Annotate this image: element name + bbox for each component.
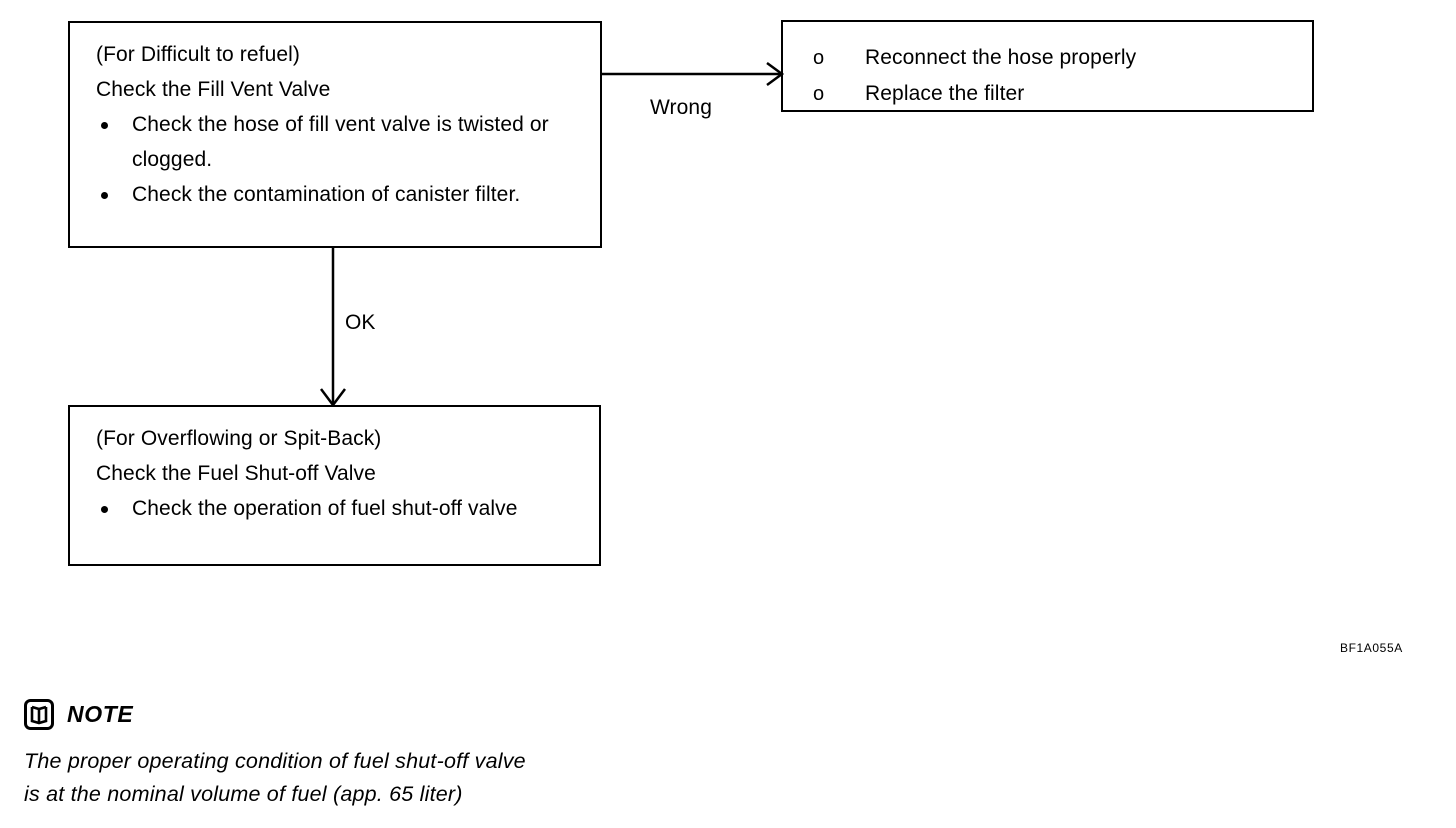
box-content: o Reconnect the hose properly o Replace … [783, 22, 1312, 112]
box-content: (For Overflowing or Spit-Back) Check the… [70, 407, 599, 526]
circle-bullet-icon: o [813, 47, 825, 69]
note-line: The proper operating condition of fuel s… [24, 749, 526, 773]
checklist: Check the operation of fuel shut-off val… [96, 491, 583, 526]
list-item-text: Check the contamination of canister filt… [132, 183, 521, 206]
list-item: Check the contamination of canister filt… [96, 177, 584, 212]
box-content: (For Difficult to refuel) Check the Fill… [70, 23, 600, 212]
flowchart-box-fill-vent-valve: (For Difficult to refuel) Check the Fill… [68, 21, 602, 248]
list-item-text: Check the operation of fuel shut-off val… [132, 497, 518, 520]
list-item: Check the operation of fuel shut-off val… [96, 491, 583, 526]
flowchart-box-corrective-actions: o Reconnect the hose properly o Replace … [781, 20, 1314, 112]
list-item: o Replace the filter [813, 76, 1296, 112]
connector-label-ok: OK [345, 311, 376, 334]
figure-reference-code: BF1A055A [1340, 641, 1403, 655]
list-item: o Reconnect the hose properly [813, 40, 1296, 76]
list-item: Check the hose of fill vent valve is twi… [96, 107, 584, 177]
list-item-text: Replace the filter [865, 82, 1025, 105]
box-subtitle: (For Difficult to refuel) [96, 43, 300, 66]
box-title: Check the Fill Vent Valve [96, 78, 331, 101]
box-title: Check the Fuel Shut-off Valve [96, 462, 376, 485]
flowchart-box-fuel-shutoff-valve: (For Overflowing or Spit-Back) Check the… [68, 405, 601, 566]
note-block: NOTE The proper operating condition of f… [24, 696, 526, 811]
circle-bullet-icon: o [813, 83, 825, 105]
list-item-text: Reconnect the hose properly [865, 46, 1137, 69]
note-text: The proper operating condition of fuel s… [24, 745, 526, 811]
checklist: Check the hose of fill vent valve is twi… [96, 107, 584, 212]
action-list: o Reconnect the hose properly o Replace … [813, 40, 1296, 112]
connector-arrow-ok [320, 246, 346, 408]
note-header: NOTE [24, 696, 526, 732]
list-item-text: Check the hose of fill vent valve is twi… [132, 113, 549, 171]
connector-arrow-wrong [600, 61, 785, 87]
connector-label-wrong: Wrong [650, 96, 712, 119]
note-title: NOTE [67, 700, 134, 727]
book-icon [24, 698, 54, 730]
note-line: is at the nominal volume of fuel (app. 6… [24, 782, 463, 806]
box-subtitle: (For Overflowing or Spit-Back) [96, 427, 382, 450]
